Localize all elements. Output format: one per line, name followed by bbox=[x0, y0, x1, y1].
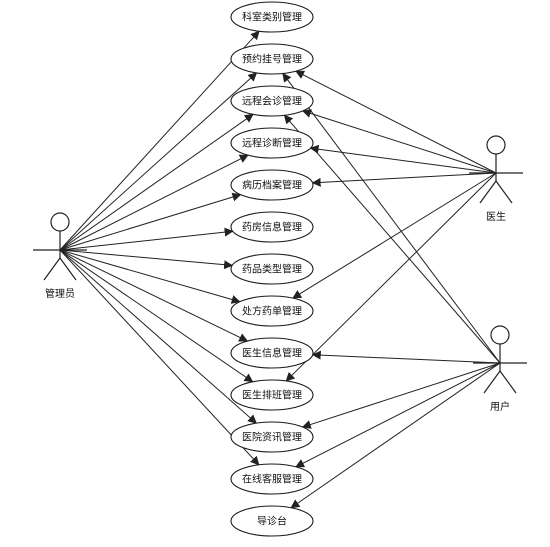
actor-label: 管理员 bbox=[45, 287, 75, 300]
association-admin-uc11 bbox=[59, 249, 257, 424]
association-admin-uc2 bbox=[59, 72, 258, 251]
association-admin-uc1 bbox=[59, 30, 260, 251]
use-case-label: 处方药单管理 bbox=[242, 305, 302, 318]
association-admin-uc3 bbox=[59, 113, 254, 251]
use-case-ellipse bbox=[230, 379, 314, 411]
use-case-uc4: 远程诊断管理 bbox=[230, 127, 314, 159]
actor-head bbox=[50, 212, 70, 232]
use-case-label: 在线客服管理 bbox=[242, 473, 302, 486]
actor-head bbox=[490, 325, 510, 345]
use-case-uc11: 医院资讯管理 bbox=[230, 421, 314, 453]
use-case-uc13: 导诊台 bbox=[230, 505, 314, 537]
use-case-label: 药品类型管理 bbox=[242, 263, 302, 276]
association-user-uc13 bbox=[290, 362, 501, 509]
use-case-ellipse bbox=[230, 211, 314, 243]
use-case-label: 医生信息管理 bbox=[242, 347, 302, 360]
use-case-uc10: 医生排班管理 bbox=[230, 379, 314, 411]
use-case-uc8: 处方药单管理 bbox=[230, 295, 314, 327]
use-case-ellipse bbox=[230, 505, 314, 537]
association-user-uc2 bbox=[282, 72, 501, 364]
actor-admin: 管理员 bbox=[33, 212, 87, 300]
use-case-label: 药房信息管理 bbox=[242, 221, 302, 234]
use-case-ellipse bbox=[230, 85, 314, 117]
association-user-uc12 bbox=[295, 362, 501, 468]
association-user-uc3 bbox=[283, 114, 501, 364]
association-admin-uc8 bbox=[59, 249, 241, 304]
actor-left-leg bbox=[479, 180, 497, 204]
actor-doctor: 医生 bbox=[469, 135, 523, 223]
association-doctor-uc10 bbox=[285, 172, 497, 382]
use-case-label: 远程会诊管理 bbox=[242, 95, 302, 108]
use-case-uc1: 科室类别管理 bbox=[230, 1, 314, 33]
use-case-uc3: 远程会诊管理 bbox=[230, 85, 314, 117]
association-user-uc11 bbox=[301, 362, 501, 429]
actor-right-leg bbox=[499, 370, 517, 394]
use-case-label: 预约挂号管理 bbox=[242, 53, 302, 66]
actor-left-leg bbox=[43, 257, 61, 281]
actor-label: 用户 bbox=[490, 400, 510, 413]
use-case-label: 远程诊断管理 bbox=[242, 137, 302, 150]
use-case-ellipse bbox=[230, 421, 314, 453]
use-case-ellipse bbox=[230, 43, 314, 75]
association-doctor-uc8 bbox=[292, 172, 497, 299]
use-case-uc2: 预约挂号管理 bbox=[230, 43, 314, 75]
use-case-uc12: 在线客服管理 bbox=[230, 463, 314, 495]
association-doctor-uc4 bbox=[309, 144, 497, 174]
use-case-ellipse bbox=[230, 295, 314, 327]
actor-head bbox=[486, 135, 506, 155]
use-case-label: 病历档案管理 bbox=[242, 179, 302, 192]
use-case-label: 科室类别管理 bbox=[242, 11, 302, 24]
actor-right-leg bbox=[59, 257, 77, 281]
association-doctor-uc2 bbox=[295, 70, 497, 174]
association-doctor-uc3 bbox=[301, 109, 497, 174]
actor-right-leg bbox=[495, 180, 513, 204]
use-case-ellipse bbox=[230, 463, 314, 495]
association-lines bbox=[59, 30, 501, 509]
use-case-label: 医院资讯管理 bbox=[242, 431, 302, 444]
use-case-uc6: 药房信息管理 bbox=[230, 211, 314, 243]
association-admin-uc6 bbox=[59, 227, 234, 251]
use-case-uc5: 病历档案管理 bbox=[230, 169, 314, 201]
association-user-uc9 bbox=[311, 350, 501, 364]
use-case-label: 导诊台 bbox=[257, 515, 287, 528]
use-case-ellipse bbox=[230, 169, 314, 201]
association-admin-uc5 bbox=[59, 192, 242, 251]
use-case-uc9: 医生信息管理 bbox=[230, 337, 314, 369]
use-case-uc7: 药品类型管理 bbox=[230, 253, 314, 285]
use-case-ellipse bbox=[230, 127, 314, 159]
association-admin-uc4 bbox=[59, 154, 249, 251]
use-case-ellipse bbox=[230, 1, 314, 33]
actor-user: 用户 bbox=[473, 325, 527, 413]
association-doctor-uc5 bbox=[311, 172, 497, 187]
use-case-ellipse bbox=[230, 253, 314, 285]
use-case-label: 医生排班管理 bbox=[242, 389, 302, 402]
association-admin-uc7 bbox=[59, 249, 234, 270]
actor-label: 医生 bbox=[486, 210, 506, 223]
use-case-ellipse bbox=[230, 337, 314, 369]
actor-left-leg bbox=[483, 370, 501, 394]
association-admin-uc12 bbox=[59, 249, 260, 466]
association-admin-uc9 bbox=[59, 249, 249, 342]
association-admin-uc10 bbox=[59, 249, 254, 383]
use-cases: 科室类别管理预约挂号管理远程会诊管理远程诊断管理病历档案管理药房信息管理药品类型… bbox=[230, 1, 314, 537]
